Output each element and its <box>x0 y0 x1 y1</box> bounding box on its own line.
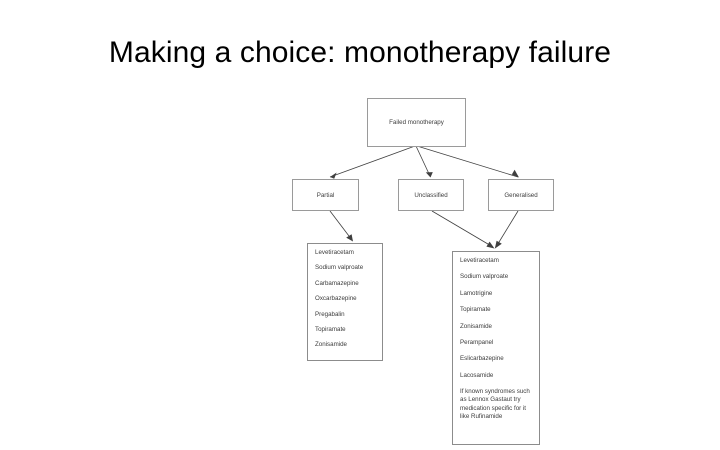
node-failed-monotherapy-label: Failed monotherapy <box>389 119 444 126</box>
node-generalised-label: Generalised <box>504 191 538 199</box>
list-item: Carbamazepine <box>315 279 359 287</box>
list-item: Lacosamide <box>460 371 494 379</box>
list-item: Levetiracetam <box>460 257 499 264</box>
node-generalised[interactable]: Generalised <box>488 179 554 211</box>
node-unclassified[interactable]: Unclassified <box>398 179 464 211</box>
list-item: Sodium valproate <box>315 264 364 272</box>
node-unclassified-label: Unclassified <box>414 191 448 199</box>
list-item: Zonisamide <box>460 322 492 330</box>
list-item: Topiramate <box>315 325 346 333</box>
list-item: Pregabalin <box>315 310 345 318</box>
list-item: Eslicarbazepine <box>460 355 504 363</box>
list-item: Zonisamide <box>315 341 347 349</box>
node-partial-label: Partial <box>316 191 335 199</box>
list-item: Topiramate <box>460 306 491 314</box>
generalised-drug-list: Levetiracetam Sodium valproate Lamotrigi… <box>452 251 540 445</box>
list-item: Levetiracetam <box>315 249 354 256</box>
list-item: Perampanel <box>460 338 494 346</box>
list-item: Lamotrigine <box>460 289 493 297</box>
partial-drug-list: Levetiracetam Sodium valproate Carbamaze… <box>307 243 383 361</box>
node-failed-monotherapy[interactable]: Failed monotherapy <box>367 98 466 147</box>
list-item: Sodium valproate <box>460 273 509 281</box>
generalised-syndrome-note: If known syndromes such as Lennox Gastau… <box>460 388 530 420</box>
page-title: Making a choice: monotherapy failure <box>108 36 612 69</box>
list-item: Oxcarbazepine <box>315 295 357 303</box>
node-partial[interactable]: Partial <box>292 179 359 211</box>
